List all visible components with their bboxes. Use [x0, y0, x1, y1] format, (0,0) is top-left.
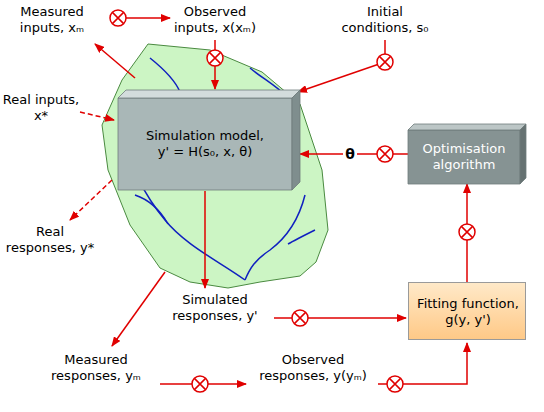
otimes-symbol	[387, 376, 403, 392]
arrow	[112, 272, 165, 346]
text-label: Observed inputs, x(xₘ)	[160, 4, 270, 36]
box-text: Fitting function, g(y, y')	[409, 283, 527, 341]
box-text: Simulation model, y' = H(s₀, x, θ)	[118, 98, 292, 190]
river	[150, 58, 180, 92]
text-label: Initial conditions, s₀	[335, 4, 435, 36]
otimes-symbol	[377, 146, 393, 162]
arrow	[204, 191, 206, 288]
river	[288, 230, 315, 244]
otimes-symbol	[110, 10, 126, 26]
box-top	[408, 124, 526, 130]
river	[245, 195, 305, 280]
box-top	[118, 90, 300, 98]
simulation-model-box: Simulation model, y' = H(s₀, x, θ)	[118, 90, 300, 190]
node-text: Optimisation algorithm	[412, 141, 516, 173]
box-side	[292, 90, 300, 190]
arrow	[95, 44, 135, 78]
text-label: Simulated responses, y'	[160, 292, 270, 324]
dashed-arrow	[80, 112, 114, 120]
box-side	[520, 124, 526, 184]
dashed-arrow	[70, 180, 112, 220]
arrow	[126, 17, 170, 19]
otimes-symbol	[377, 54, 393, 70]
otimes-symbol	[459, 224, 475, 240]
box-front	[408, 130, 520, 184]
box-text: Optimisation algorithm	[408, 130, 520, 184]
arrow	[298, 62, 385, 92]
otimes-symbol	[192, 376, 208, 392]
box-front	[118, 98, 292, 190]
fitting-function-box: Fitting function, g(y, y')	[408, 282, 526, 340]
node-text: Simulation model, y' = H(s₀, x, θ)	[143, 128, 267, 160]
text-label: Real inputs, x*	[0, 92, 82, 124]
text-label: Measured responses, yₘ	[40, 352, 152, 384]
text-label: Measured inputs, xₘ	[2, 4, 102, 36]
text-label: Observed responses, y(yₘ)	[250, 352, 376, 384]
optimisation-box: Optimisation algorithm	[408, 124, 526, 184]
text-label: Real responses, y*	[0, 224, 100, 256]
edge-label: θ	[343, 146, 357, 162]
otimes-symbol	[292, 310, 308, 326]
otimes-symbol	[207, 50, 223, 66]
river	[135, 195, 168, 224]
node-text: Fitting function, g(y, y')	[414, 296, 522, 328]
